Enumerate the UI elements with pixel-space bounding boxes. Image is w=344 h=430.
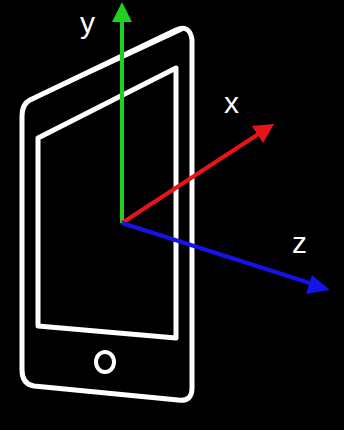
axis-label: y — [80, 8, 95, 38]
z-axis — [122, 223, 316, 285]
z-arrowhead — [306, 275, 330, 294]
x-arrowhead — [252, 124, 274, 143]
tablet-edge — [40, 30, 182, 96]
axis-label: x — [224, 88, 239, 118]
y-arrowhead — [112, 2, 132, 22]
home-button — [96, 352, 114, 372]
y-axis — [120, 18, 124, 223]
axis-label: z — [292, 228, 307, 258]
tablet-body — [22, 28, 192, 400]
x-axis — [122, 133, 260, 223]
